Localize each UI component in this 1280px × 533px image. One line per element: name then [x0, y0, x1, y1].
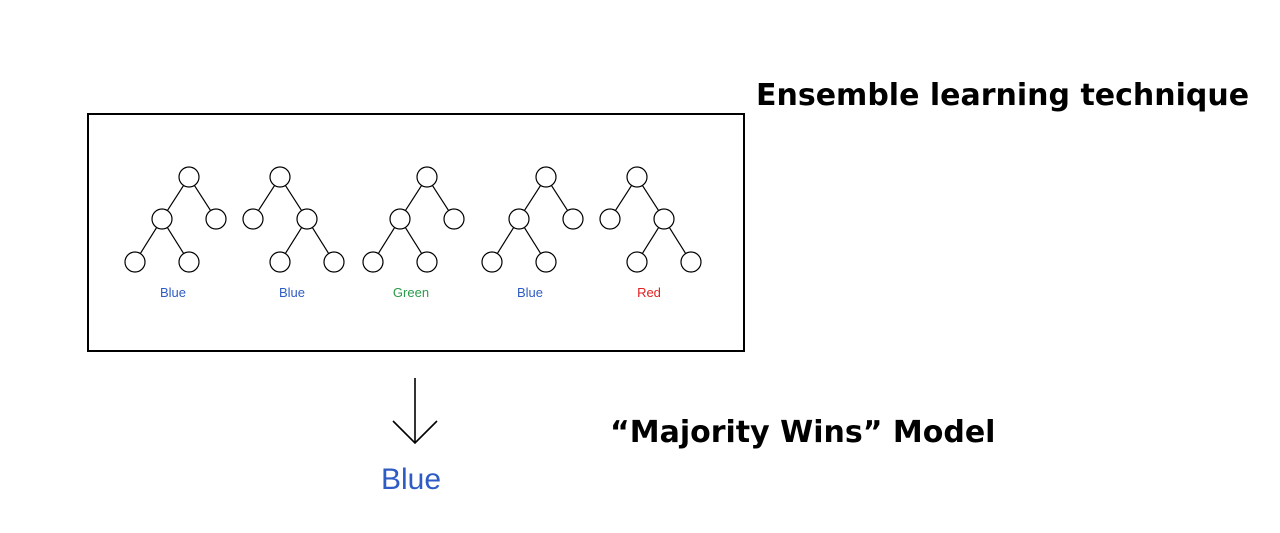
tree-node	[178, 166, 200, 188]
tree-node	[653, 208, 675, 230]
tree-node	[269, 166, 291, 188]
down-arrow-icon	[392, 378, 438, 445]
tree-edge	[257, 185, 276, 211]
tree-edge	[166, 227, 185, 254]
tree-node	[362, 251, 384, 273]
tree-edge	[641, 227, 660, 254]
tree-node	[626, 166, 648, 188]
tree-node	[242, 208, 264, 230]
tree-vote-label: Green	[393, 285, 429, 300]
tree-node	[535, 166, 557, 188]
tree-edge	[496, 227, 515, 254]
decision-tree: Green	[362, 166, 465, 300]
trees-layer: Blue Blue Green Blue Red	[124, 166, 702, 300]
tree-edge	[431, 185, 450, 211]
tree-node	[124, 251, 146, 273]
tree-node	[323, 251, 345, 273]
tree-node	[151, 208, 173, 230]
tree-node	[599, 208, 621, 230]
model-label: “Majority Wins” Model	[610, 415, 996, 450]
tree-edge	[404, 185, 423, 211]
tree-node	[205, 208, 227, 230]
tree-edge	[614, 185, 633, 211]
decision-tree: Blue	[124, 166, 227, 300]
tree-edge	[668, 227, 687, 254]
decision-tree: Blue	[481, 166, 584, 300]
tree-node	[626, 251, 648, 273]
decision-tree: Blue	[242, 166, 345, 300]
tree-node	[481, 251, 503, 273]
tree-edge	[641, 185, 660, 211]
tree-node	[508, 208, 530, 230]
tree-node	[178, 251, 200, 273]
tree-node	[416, 251, 438, 273]
decision-tree: Red	[599, 166, 702, 300]
tree-edge	[166, 185, 185, 211]
tree-node	[535, 251, 557, 273]
tree-edge	[139, 227, 158, 254]
tree-edge	[523, 185, 542, 211]
tree-edge	[550, 185, 569, 211]
tree-node	[562, 208, 584, 230]
tree-vote-label: Blue	[160, 285, 186, 300]
tree-node	[389, 208, 411, 230]
tree-node	[416, 166, 438, 188]
ensemble-box	[87, 113, 745, 352]
majority-result: Blue	[380, 463, 442, 496]
tree-edge	[284, 227, 303, 254]
tree-vote-label: Blue	[279, 285, 305, 300]
tree-node	[296, 208, 318, 230]
diagram-title: Ensemble learning technique	[756, 78, 1250, 113]
tree-edge	[193, 185, 212, 211]
tree-edge	[311, 227, 330, 254]
tree-edge	[404, 227, 423, 254]
tree-vote-label: Red	[637, 285, 661, 300]
tree-vote-label: Blue	[517, 285, 543, 300]
tree-node	[269, 251, 291, 273]
tree-edge	[284, 185, 303, 211]
tree-edge	[523, 227, 542, 254]
tree-node	[680, 251, 702, 273]
tree-node	[443, 208, 465, 230]
tree-edge	[377, 227, 396, 254]
